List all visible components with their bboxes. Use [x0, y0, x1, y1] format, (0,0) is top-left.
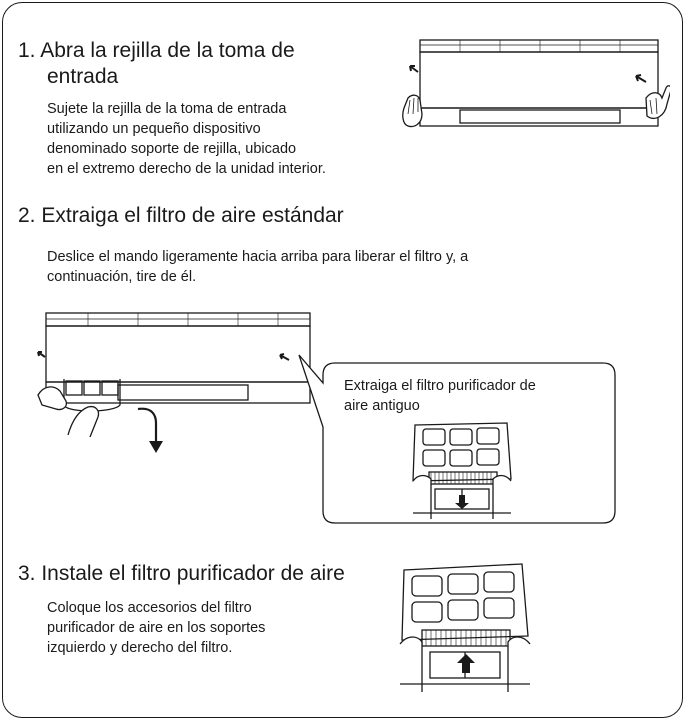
step-1-title-line2: entrada — [47, 65, 119, 88]
step-2-body-line: Deslice el mando ligeramente hacia arrib… — [47, 249, 469, 265]
indoor-unit-open-grille-illustration — [402, 39, 670, 128]
step-3-body-line: Coloque los accesorios del filtro — [47, 600, 252, 616]
step-2-body: Deslice el mando ligeramente hacia arrib… — [47, 247, 468, 287]
step-1-body-line: en el extremo derecho de la unidad inter… — [47, 161, 326, 177]
step-3-body-line: purificador de aire en los soportes — [47, 620, 266, 636]
step-1-body-line: utilizando un pequeño dispositivo — [47, 121, 261, 137]
callout-line: aire antiguo — [344, 398, 420, 414]
callout-line: Extraiga el filtro purificador de — [344, 378, 536, 394]
install-filter-illustration — [399, 563, 531, 692]
step-2-body-line: continuación, tire de él. — [47, 269, 197, 285]
step-3-body-line: izquierdo y derecho del filtro. — [47, 640, 233, 656]
step-1-title-line1: 1. Abra la rejilla de la toma de — [18, 39, 295, 62]
old-filter-illustration — [412, 422, 512, 519]
step-3-body: Coloque los accesorios del filtro purifi… — [47, 598, 265, 658]
step-2-title: 2. Extraiga el filtro de aire estándar — [18, 204, 344, 227]
callout-text: Extraiga el filtro purificador de aire a… — [344, 376, 536, 416]
step-1-body: Sujete la rejilla de la toma de entrada … — [47, 99, 326, 179]
step-3-title: 3. Instale el filtro purificador de aire — [18, 562, 345, 585]
step-1-body-line: denominado soporte de rejilla, ubicado — [47, 141, 297, 157]
indoor-unit-remove-filter-illustration — [37, 312, 311, 453]
step-1-body-line: Sujete la rejilla de la toma de entrada — [47, 101, 287, 117]
step-1-title: 1. Abra la rejilla de la toma de entrada — [18, 38, 295, 90]
